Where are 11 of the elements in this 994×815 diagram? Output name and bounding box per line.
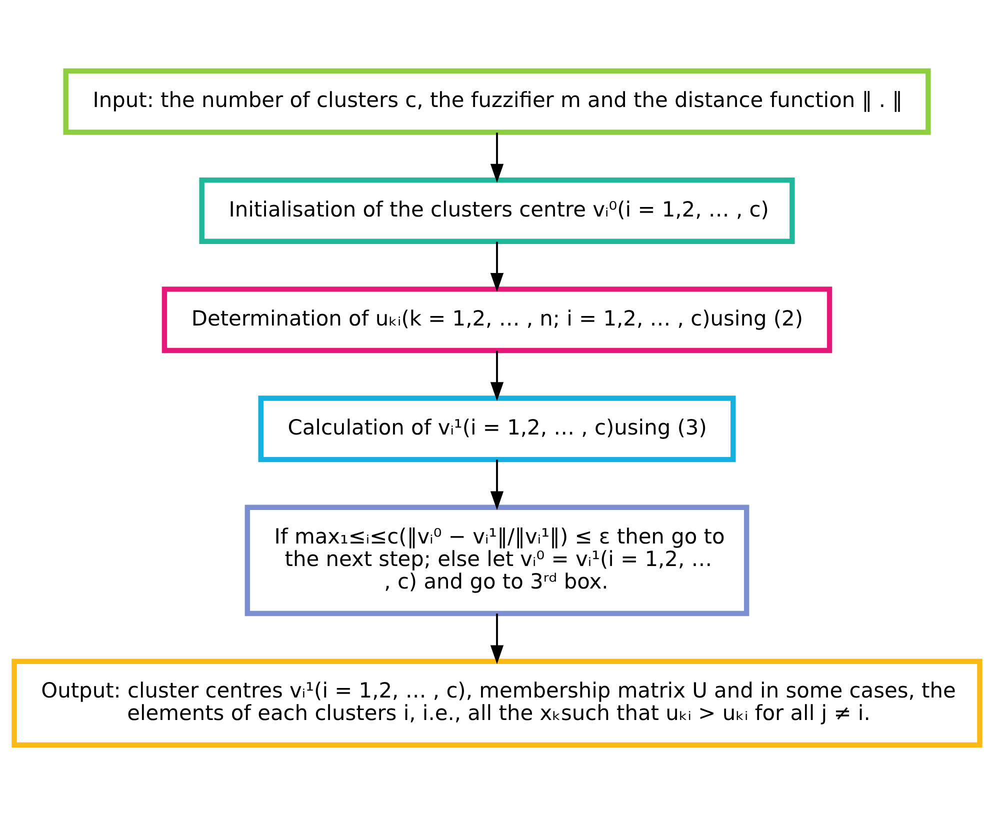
- arrow: [490, 613, 504, 664]
- arrow: [490, 459, 504, 510]
- arrow: [490, 241, 504, 292]
- node-box: Determination of uₖᵢ(k = 1,2, … , n; i = 1,2, … , c)using (2): [162, 286, 832, 353]
- node-box: Initialisation of the clusters centre vᵢ⁰(i = 1,2, … , c): [199, 176, 795, 244]
- node-box: Output: cluster centres vᵢ¹(i = 1,2, … , c), membership matrix U and in some cases, the elements of each clusters i, i.e., all the xₖsuch that uₖᵢ > uₖᵢ for all j ≠ i.: [12, 658, 982, 748]
- arrow: [490, 350, 504, 400]
- arrow: [490, 132, 504, 182]
- node-box: Input: the number of clusters c, the fuzzifier m and the distance function ‖ . ‖: [63, 68, 931, 134]
- node-box: If max₁≤ᵢ≤c(‖vᵢ⁰ − vᵢ¹‖/‖vᵢ¹‖) ≤ ε then go to the next step; else let vᵢ⁰ = vᵢ¹(i = 1,2, … , c) and go to 3ʳᵈ box.: [244, 504, 750, 616]
- node-box: Calculation of vᵢ¹(i = 1,2, … , c)using (3): [258, 395, 736, 462]
